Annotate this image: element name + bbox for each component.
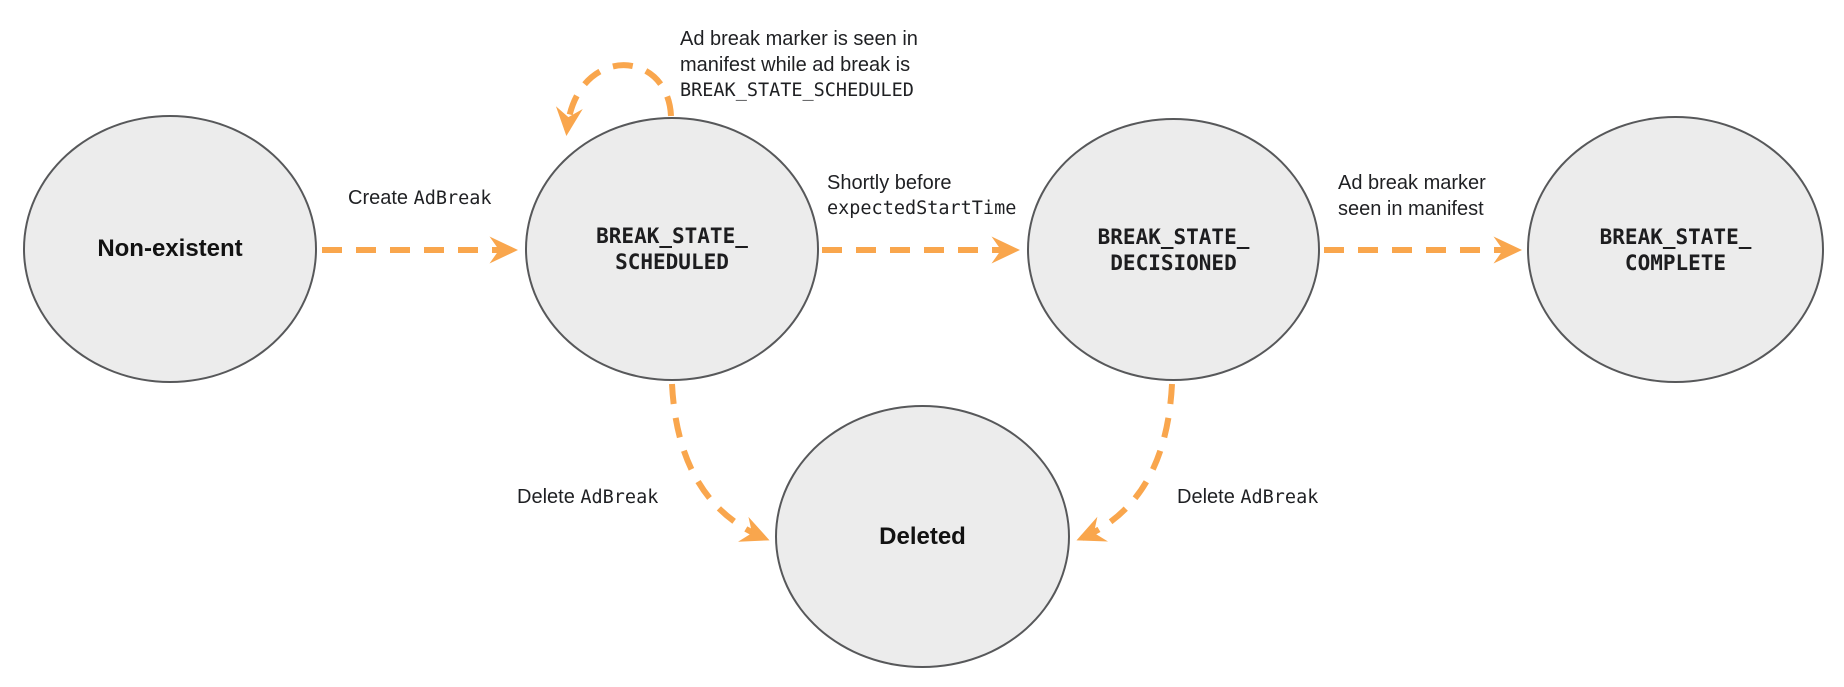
- state-complete-label-line2: COMPLETE: [1624, 250, 1727, 275]
- label-shortly-before-text: Shortly before: [827, 172, 952, 194]
- label-expected-start-time-code: expectedStartTime: [827, 198, 1017, 219]
- label-delete-right-code: AdBreak: [1240, 487, 1319, 508]
- state-scheduled-label-line2: SCHEDULED: [615, 250, 729, 274]
- state-decisioned-label: BREAK_STATE_ DECISIONED: [1098, 224, 1250, 276]
- state-break-state-decisioned: BREAK_STATE_ DECISIONED: [1027, 118, 1320, 381]
- label-ad-break-marker-line1: Ad break marker: [1338, 172, 1486, 194]
- state-deleted: Deleted: [775, 405, 1070, 668]
- state-complete-label-line1: BREAK_STATE_: [1599, 224, 1752, 249]
- label-create-adbreak: Create AdBreak: [348, 185, 492, 212]
- state-scheduled-label-line1: BREAK_STATE_: [596, 224, 748, 248]
- state-decisioned-label-line2: DECISIONED: [1110, 250, 1237, 275]
- label-self-loop: Ad break marker is seen in manifest whil…: [680, 26, 918, 104]
- state-decisioned-label-line1: BREAK_STATE_: [1097, 224, 1250, 249]
- state-break-state-complete: BREAK_STATE_ COMPLETE: [1527, 116, 1824, 383]
- label-self-loop-line2: manifest while ad break is: [680, 54, 911, 76]
- label-delete-left-code: AdBreak: [580, 487, 659, 508]
- label-create-adbreak-text: Create: [348, 187, 409, 209]
- label-delete-adbreak-left: Delete AdBreak: [517, 484, 658, 511]
- label-ad-break-marker-line2: seen in manifest: [1338, 198, 1484, 220]
- state-non-existent: Non-existent: [23, 115, 317, 383]
- label-delete-left-text: Delete: [517, 486, 575, 508]
- state-deleted-label: Deleted: [879, 522, 966, 550]
- label-shortly-before: Shortly before expectedStartTime: [827, 170, 1016, 222]
- state-scheduled-label: BREAK_STATE_ SCHEDULED: [596, 223, 748, 275]
- label-delete-right-text: Delete: [1177, 486, 1235, 508]
- state-complete-label: BREAK_STATE_ COMPLETE: [1600, 224, 1752, 276]
- edge-scheduled-self-loop: [555, 62, 674, 136]
- label-create-adbreak-code: AdBreak: [413, 188, 492, 209]
- state-break-state-scheduled: BREAK_STATE_ SCHEDULED: [525, 117, 819, 381]
- label-ad-break-marker-seen: Ad break marker seen in manifest: [1338, 170, 1486, 222]
- edge-scheduled-to-deleted: [669, 383, 770, 542]
- state-non-existent-label: Non-existent: [97, 235, 243, 262]
- label-delete-adbreak-right: Delete AdBreak: [1177, 484, 1318, 511]
- label-self-loop-line1: Ad break marker is seen in: [680, 28, 918, 50]
- label-self-loop-code: BREAK_STATE_SCHEDULED: [680, 80, 914, 101]
- edge-decisioned-to-deleted: [1076, 383, 1175, 542]
